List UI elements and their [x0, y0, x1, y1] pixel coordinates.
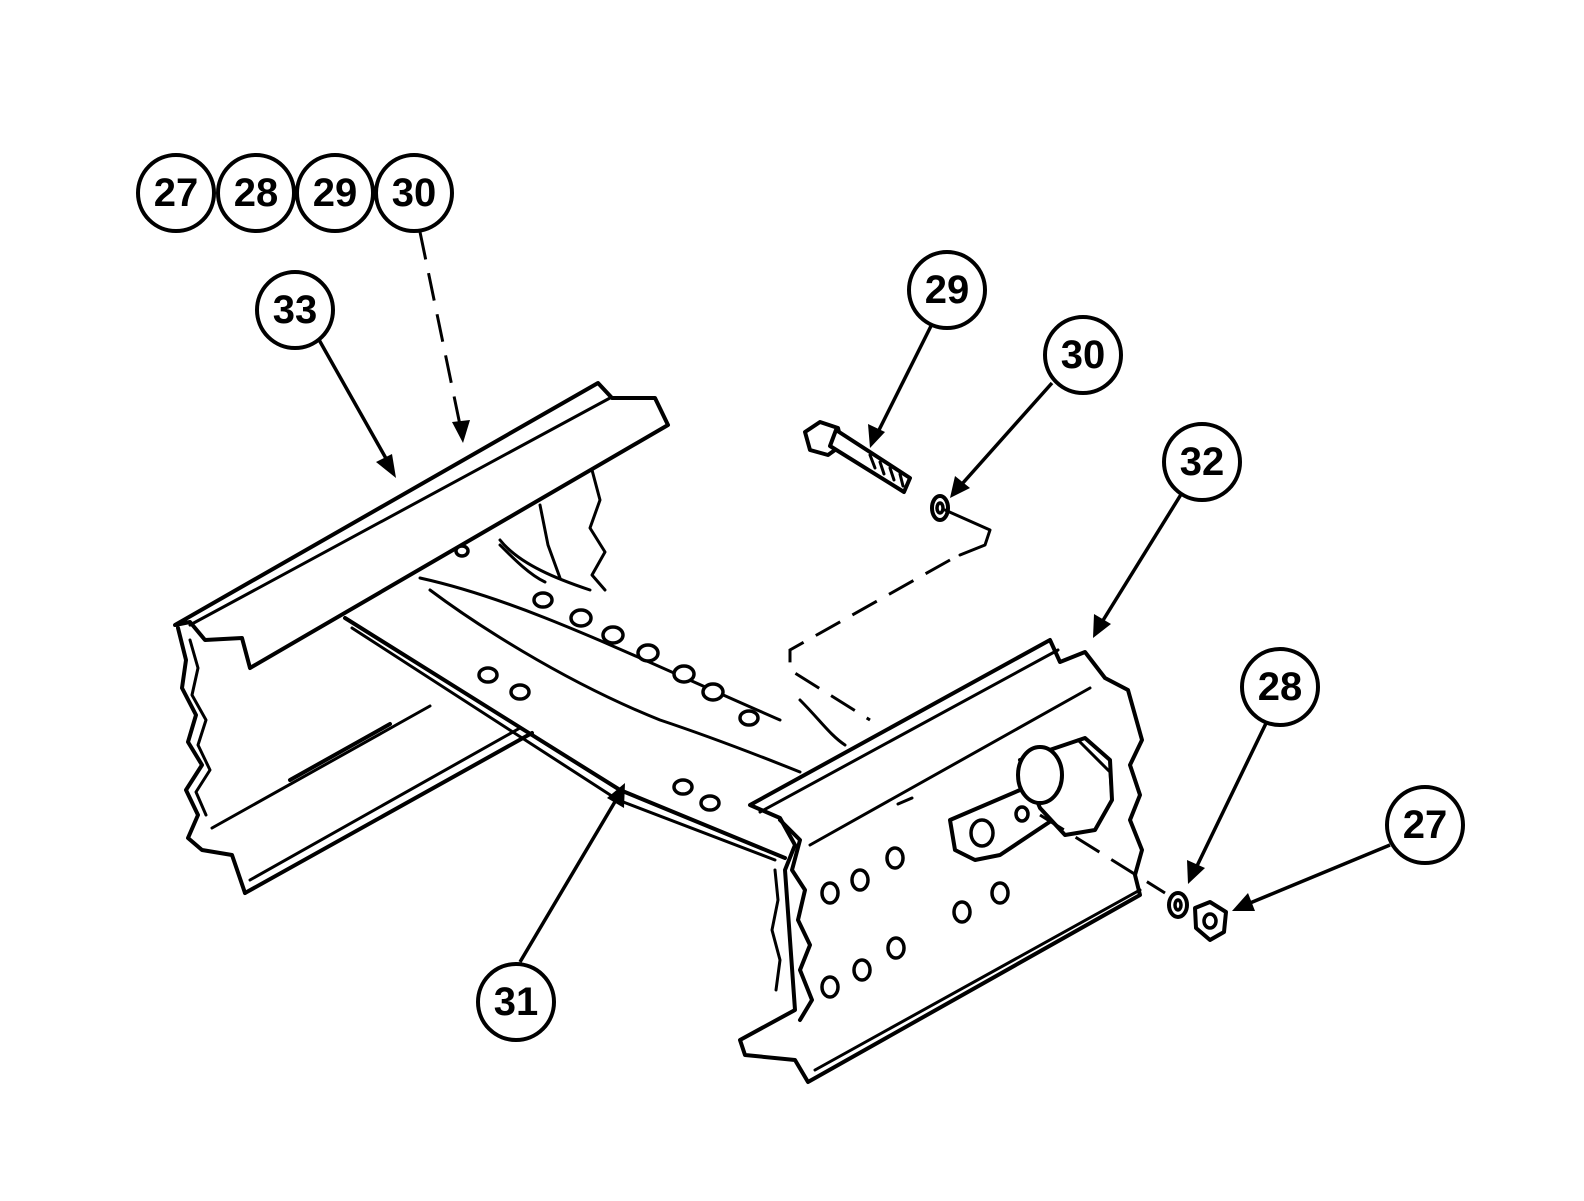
callout-30: 30 [1043, 315, 1123, 395]
nut-27 [1193, 900, 1228, 942]
svg-text:31: 31 [494, 980, 539, 1024]
bolt [803, 420, 912, 494]
callout-28: 28 [1240, 647, 1320, 727]
assembly-lines [418, 231, 1166, 895]
svg-text:33: 33 [273, 288, 318, 332]
svg-text:32: 32 [1180, 440, 1225, 484]
svg-text:30: 30 [392, 171, 437, 215]
washer-30 [930, 494, 950, 522]
svg-text:29: 29 [313, 171, 358, 215]
svg-text:28: 28 [234, 171, 279, 215]
washer-28 [1167, 891, 1189, 919]
callout-28-top: 28 [216, 153, 296, 233]
callout-29: 29 [907, 250, 987, 330]
callout-33: 33 [255, 270, 335, 350]
svg-text:27: 27 [1403, 803, 1448, 847]
callout-29-top: 29 [295, 153, 375, 233]
callout-30-top: 30 [374, 153, 454, 233]
svg-text:29: 29 [925, 268, 970, 312]
callout-31: 31 [476, 962, 556, 1042]
callout-32: 32 [1162, 422, 1242, 502]
right-frame-rail [738, 638, 1144, 1084]
svg-text:30: 30 [1061, 333, 1106, 377]
svg-text:27: 27 [154, 171, 199, 215]
left-frame-rail [173, 381, 670, 895]
svg-text:28: 28 [1258, 665, 1303, 709]
callout-27: 27 [1385, 785, 1465, 865]
callout-27-top: 27 [136, 153, 216, 233]
leader-lines [316, 317, 1391, 963]
callout-group-top: 27 28 29 30 [136, 153, 454, 233]
